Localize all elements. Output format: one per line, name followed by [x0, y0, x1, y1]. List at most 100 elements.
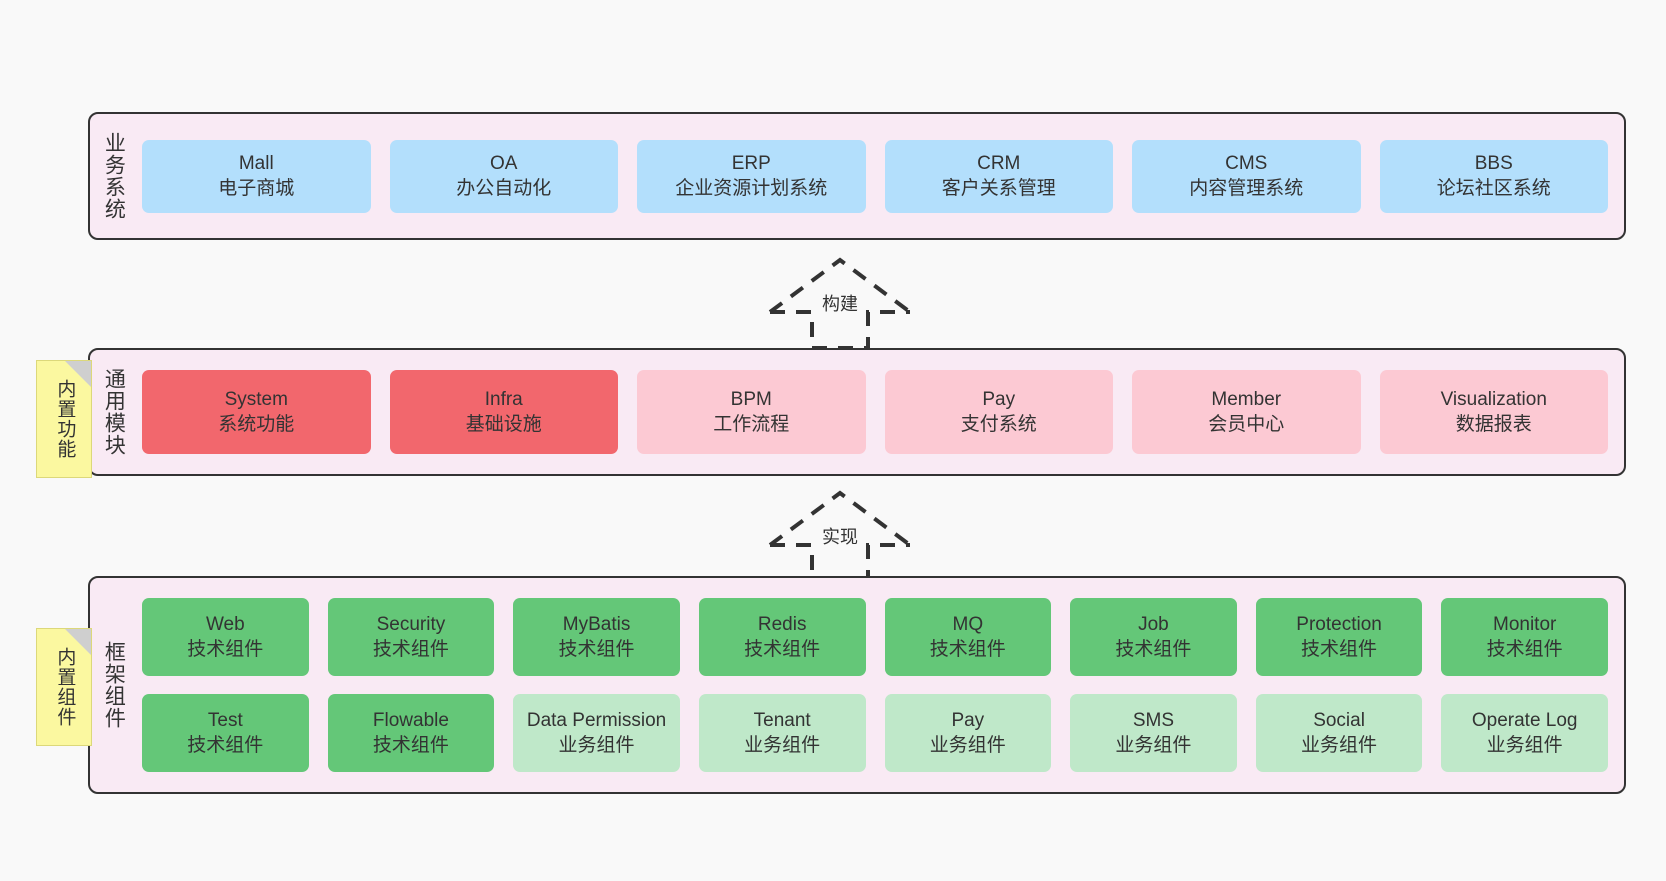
- folded-corner-icon: [65, 629, 91, 655]
- card-title: Visualization: [1440, 388, 1547, 410]
- card-title: Job: [1138, 613, 1169, 635]
- layer-title-common-module: 通用模块: [102, 368, 126, 456]
- note-builtin-component: 内置组件: [36, 628, 92, 746]
- card-cms[interactable]: CMS 内容管理系统: [1132, 139, 1361, 213]
- card-member[interactable]: Member 会员中心: [1132, 370, 1361, 454]
- card-title: BPM: [730, 388, 772, 410]
- card-subtitle: 系统功能: [218, 414, 295, 435]
- card-system[interactable]: System 系统功能: [142, 370, 371, 454]
- card-redis[interactable]: Redis 技术组件: [698, 598, 866, 676]
- card-sms[interactable]: SMS 业务组件: [1070, 694, 1237, 772]
- card-erp[interactable]: ERP 企业资源计划系统: [637, 139, 866, 213]
- card-subtitle: 业务组件: [929, 735, 1006, 756]
- card-security[interactable]: Security 技术组件: [327, 598, 495, 676]
- layer-framework-component: 框架组件 Web 技术组件 Security 技术组件 MyBatis 技术组件…: [88, 576, 1626, 794]
- card-title: MyBatis: [562, 613, 631, 635]
- card-test[interactable]: Test 技术组件: [142, 694, 309, 772]
- card-subtitle: 内容管理系统: [1189, 178, 1304, 199]
- card-social[interactable]: Social 业务组件: [1255, 694, 1423, 772]
- card-subtitle: 工作流程: [713, 414, 790, 435]
- card-web[interactable]: Web 技术组件: [142, 598, 309, 676]
- folded-corner-icon: [65, 361, 91, 387]
- card-title: Social: [1313, 709, 1365, 731]
- card-title: Member: [1211, 388, 1282, 410]
- card-subtitle: 技术组件: [558, 639, 635, 660]
- card-title: MQ: [952, 613, 984, 635]
- card-subtitle: 技术组件: [1486, 639, 1563, 660]
- card-mybatis[interactable]: MyBatis 技术组件: [513, 598, 680, 676]
- card-pay[interactable]: Pay 支付系统: [884, 370, 1113, 454]
- connector-realize: 实现: [760, 487, 920, 583]
- card-title: Operate Log: [1471, 709, 1578, 731]
- card-protection[interactable]: Protection 技术组件: [1255, 598, 1423, 676]
- layer-title-framework-component: 框架组件: [102, 641, 126, 729]
- card-mall[interactable]: Mall 电子商城: [142, 139, 371, 213]
- card-subtitle: 会员中心: [1208, 414, 1285, 435]
- card-oa[interactable]: OA 办公自动化: [389, 139, 618, 213]
- card-subtitle: 技术组件: [187, 735, 264, 756]
- layer-common-module: 通用模块 System 系统功能 Infra 基础设施 BPM 工作流程 Pay…: [88, 348, 1626, 476]
- card-title: BBS: [1474, 152, 1513, 174]
- layer-business-system: 业务系统 Mall 电子商城 OA 办公自动化 ERP 企业资源计划系统 CRM…: [88, 112, 1626, 240]
- card-subtitle: 论坛社区系统: [1436, 178, 1551, 199]
- card-crm[interactable]: CRM 客户关系管理: [884, 139, 1113, 213]
- card-subtitle: 业务组件: [1486, 735, 1563, 756]
- card-subtitle: 数据报表: [1455, 414, 1532, 435]
- card-mq[interactable]: MQ 技术组件: [884, 598, 1052, 676]
- card-visualization[interactable]: Visualization 数据报表: [1379, 370, 1608, 454]
- card-row: Test 技术组件 Flowable 技术组件 Data Permission …: [142, 694, 1608, 772]
- card-title: CMS: [1225, 152, 1268, 174]
- card-row: Web 技术组件 Security 技术组件 MyBatis 技术组件 Redi…: [142, 598, 1608, 676]
- card-pay-business[interactable]: Pay 业务组件: [884, 694, 1052, 772]
- card-row: Mall 电子商城 OA 办公自动化 ERP 企业资源计划系统 CRM 客户关系…: [142, 139, 1608, 213]
- card-subtitle: 业务组件: [744, 735, 821, 756]
- card-operate-log[interactable]: Operate Log 业务组件: [1441, 694, 1608, 772]
- card-subtitle: 技术组件: [744, 639, 821, 660]
- card-subtitle: 技术组件: [372, 639, 449, 660]
- card-title: Protection: [1296, 613, 1382, 635]
- card-title: Web: [205, 613, 245, 635]
- connector-label-build: 构建: [819, 290, 861, 316]
- card-subtitle: 技术组件: [929, 639, 1006, 660]
- connector-build: 构建: [760, 254, 920, 350]
- card-subtitle: 电子商城: [218, 178, 295, 199]
- card-subtitle: 企业资源计划系统: [675, 178, 828, 199]
- card-title: Security: [376, 613, 446, 635]
- card-flowable[interactable]: Flowable 技术组件: [327, 694, 495, 772]
- card-tenant[interactable]: Tenant 业务组件: [698, 694, 866, 772]
- layer-body-framework-component: Web 技术组件 Security 技术组件 MyBatis 技术组件 Redi…: [136, 578, 1624, 792]
- card-subtitle: 技术组件: [1115, 639, 1192, 660]
- card-title: CRM: [977, 152, 1021, 174]
- note-builtin-function: 内置功能: [36, 360, 92, 478]
- card-subtitle: 技术组件: [372, 735, 449, 756]
- layer-title-business-system: 业务系统: [102, 132, 126, 220]
- card-monitor[interactable]: Monitor 技术组件: [1441, 598, 1608, 676]
- card-subtitle: 业务组件: [1115, 735, 1192, 756]
- card-data-permission[interactable]: Data Permission 业务组件: [513, 694, 680, 772]
- card-subtitle: 技术组件: [187, 639, 264, 660]
- layer-body-business-system: Mall 电子商城 OA 办公自动化 ERP 企业资源计划系统 CRM 客户关系…: [136, 114, 1624, 238]
- card-title: Pay: [951, 709, 985, 731]
- card-title: Data Permission: [526, 709, 667, 731]
- note-label: 内置组件: [54, 647, 76, 727]
- card-subtitle: 技术组件: [1301, 639, 1378, 660]
- card-title: Pay: [982, 388, 1016, 410]
- card-subtitle: 客户关系管理: [941, 178, 1056, 199]
- layer-body-common-module: System 系统功能 Infra 基础设施 BPM 工作流程 Pay 支付系统…: [136, 350, 1624, 474]
- card-title: Infra: [484, 388, 523, 410]
- card-title: System: [224, 388, 288, 410]
- connector-label-realize: 实现: [819, 523, 861, 549]
- card-title: Flowable: [372, 709, 449, 731]
- card-title: Test: [207, 709, 243, 731]
- card-infra[interactable]: Infra 基础设施: [389, 370, 618, 454]
- card-title: Redis: [757, 613, 807, 635]
- card-row: System 系统功能 Infra 基础设施 BPM 工作流程 Pay 支付系统…: [142, 370, 1608, 454]
- note-label: 内置功能: [54, 379, 76, 459]
- card-title: OA: [490, 152, 518, 174]
- card-job[interactable]: Job 技术组件: [1070, 598, 1237, 676]
- card-title: Tenant: [753, 709, 811, 731]
- card-subtitle: 业务组件: [1301, 735, 1378, 756]
- card-bbs[interactable]: BBS 论坛社区系统: [1379, 139, 1608, 213]
- card-bpm[interactable]: BPM 工作流程: [637, 370, 866, 454]
